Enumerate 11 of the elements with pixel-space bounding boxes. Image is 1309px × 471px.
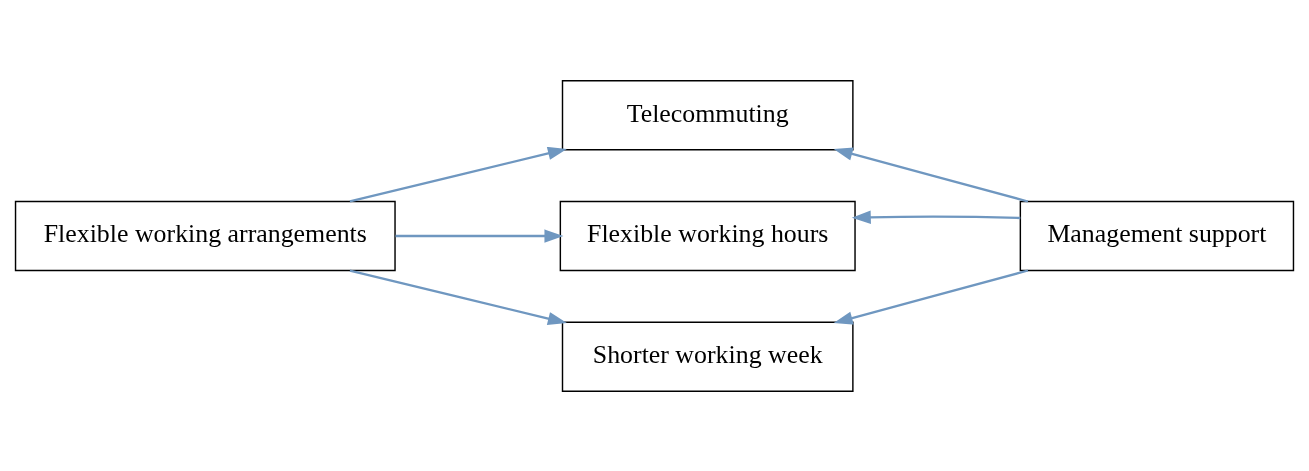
arrow — [833, 146, 1029, 203]
node-box: Telecommuting — [561, 79, 854, 150]
arrow — [349, 269, 567, 325]
node-box: Shorter working week — [561, 321, 854, 392]
arrow — [851, 210, 1021, 224]
node-box: Management support — [1019, 200, 1295, 271]
arrow — [395, 228, 564, 243]
arrow — [349, 146, 567, 202]
node-box: Flexible working arrangements — [14, 200, 396, 271]
node-box: Flexible working hours — [559, 200, 856, 271]
arrow — [833, 268, 1029, 325]
